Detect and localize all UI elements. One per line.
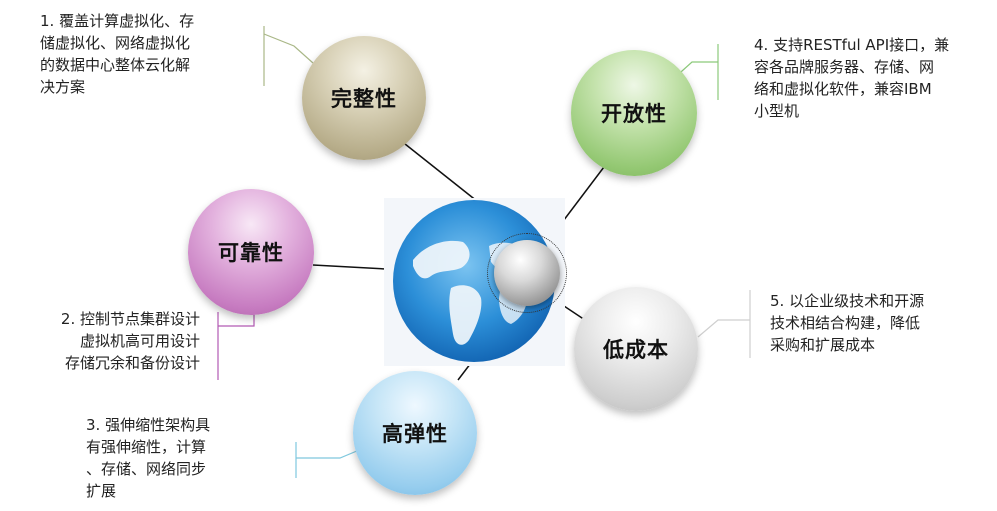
feature-label-kekao: 可靠性 [218,241,284,265]
description-line: 存储冗余和备份设计 [64,354,200,372]
description-line: 2. 控制节点集群设计 [60,310,200,328]
description-line: 小型机 [754,102,800,120]
description-line: 1. 覆盖计算虚拟化、存 [40,12,195,30]
description-line: 扩展 [86,482,117,500]
description-line: 的数据中心整体云化解 [40,56,191,74]
description-line: 5. 以企业级技术和开源 [770,292,925,310]
callout-gaotanxing-link [296,447,365,459]
description-line: 虚拟机高可用设计 [79,332,200,350]
callout-dichengben-link [697,319,750,338]
feature-description-kaifang: 4. 支持RESTful API接口，兼 容各品牌服务器、存储、网 络和虚拟化软… [754,34,949,122]
feature-bubble-gaotanxing: 高弹性 [353,371,477,495]
description-line: 储虚拟化、网络虚拟化 [40,34,191,52]
feature-description-kekao: 2. 控制节点集群设计 虚拟机高可用设计 存储冗余和备份设计 [22,308,200,374]
feature-bubble-dichengben: 低成本 [574,287,698,411]
feature-bubble-wanzheng: 完整性 [302,36,426,160]
description-line: 3. 强伸缩性架构具 [86,416,211,434]
description-line: 4. 支持RESTful API接口，兼 [754,36,950,54]
description-line: 技术相结合构建，降低 [770,314,921,332]
callout-wanzheng-link [263,33,314,64]
center-sphere-icon [494,240,560,306]
description-line: 、存储、网络同步 [86,460,207,478]
feature-label-dichengben: 低成本 [603,338,669,362]
description-line: 容各品牌服务器、存储、网 [754,58,935,76]
feature-bubble-kaifang: 开放性 [571,50,697,176]
feature-label-wanzheng: 完整性 [331,87,397,111]
description-line: 络和虚拟化软件，兼容IBM [754,80,932,98]
description-line: 决方案 [40,78,86,96]
feature-bubble-kekao: 可靠性 [188,189,314,315]
feature-description-dichengben: 5. 以企业级技术和开源 技术相结合构建，降低 采购和扩展成本 [770,290,924,356]
description-line: 有强伸缩性，计算 [86,438,207,456]
feature-label-gaotanxing: 高弹性 [382,422,448,446]
feature-description-gaotanxing: 3. 强伸缩性架构具 有强伸缩性，计算 、存储、网络同步 扩展 [86,414,210,502]
feature-description-wanzheng: 1. 覆盖计算虚拟化、存 储虚拟化、网络虚拟化 的数据中心整体云化解 决方案 [40,10,194,98]
description-line: 采购和扩展成本 [770,336,876,354]
center-ring [487,233,567,313]
feature-label-kaifang: 开放性 [601,102,667,126]
